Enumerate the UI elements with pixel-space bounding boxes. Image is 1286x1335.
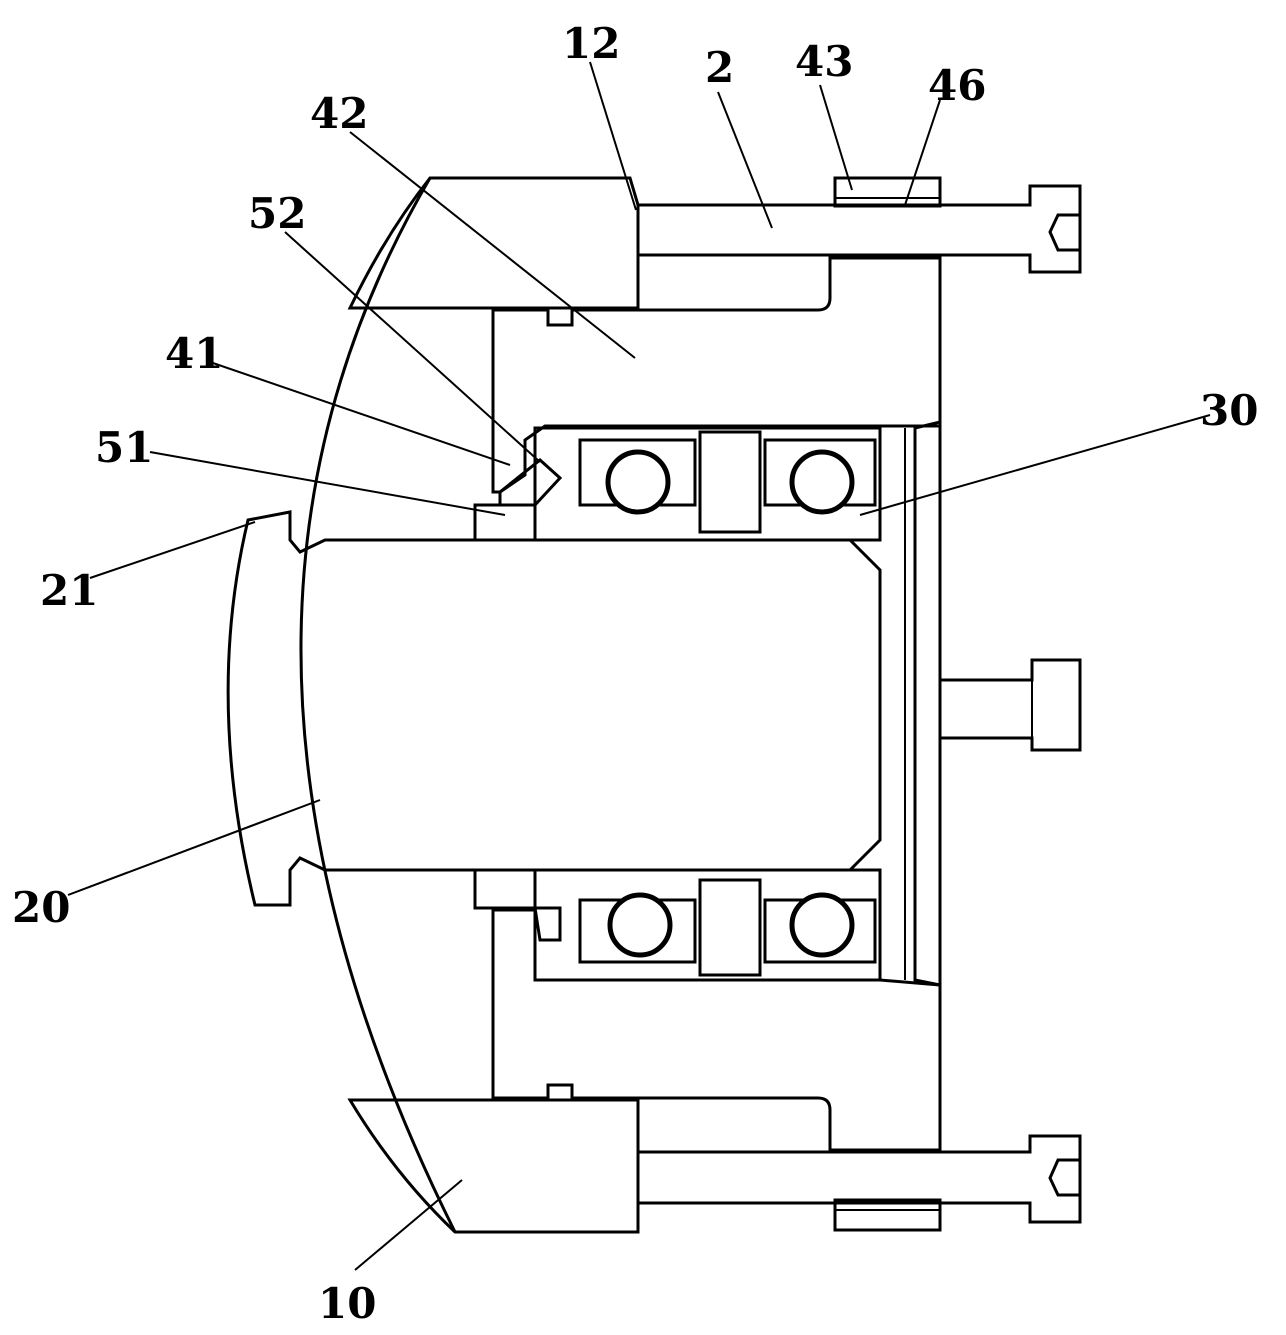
ball-bottom-left [607,892,673,958]
label-41: 41 [165,329,223,378]
leader-51 [149,451,506,516]
label-43: 43 [795,37,853,86]
leader-46 [904,99,941,206]
leader-41 [209,361,511,466]
end-plate [913,420,942,987]
screw-end-top [1048,213,1082,252]
label-20: 20 [12,883,70,932]
shaft-20 [226,510,882,907]
leader-21 [89,521,256,579]
housing-bottom [347,1098,640,1234]
housing-top [347,176,640,310]
cover-plate-top [636,184,1082,274]
leader-30 [859,414,1211,516]
label-30: 30 [1200,386,1258,435]
label-21: 21 [40,566,98,615]
seal-41-bottom [533,906,562,942]
label-2: 2 [705,43,734,92]
leader-2 [717,91,773,229]
leader-10 [354,1179,463,1271]
label-10: 10 [318,1279,376,1328]
flange-sleeve-upper [491,256,942,494]
label-52: 52 [248,189,306,238]
bearing-bottom-races [533,868,882,982]
leader-42 [349,131,636,359]
label-12: 12 [562,19,620,68]
seal-ring-51-bottom [473,868,537,910]
label-42: 42 [310,89,368,138]
ring-43-bottom [833,1198,942,1232]
bearing-top-races [533,426,882,542]
outer-arc-boundary [299,177,457,1233]
label-51: 51 [95,423,153,472]
screw-end-bottom [1048,1158,1082,1197]
spacer-bottom [698,878,762,977]
flange-sleeve-lower [491,908,942,1152]
ball-top-right [789,449,855,515]
spacer-top [698,430,762,534]
ring-43-top [833,176,942,208]
seal-41-top [498,458,563,507]
leader-12 [589,61,637,211]
label-46: 46 [928,61,986,110]
ball-bottom-right [789,892,855,958]
leader-52 [284,231,541,463]
leader-20 [67,799,321,896]
cover-plate-bottom [636,1134,1082,1224]
seal-ring-51-top [473,503,537,542]
ball-top-left [605,449,671,515]
center-bolt [938,658,1082,752]
leader-43 [819,84,853,191]
